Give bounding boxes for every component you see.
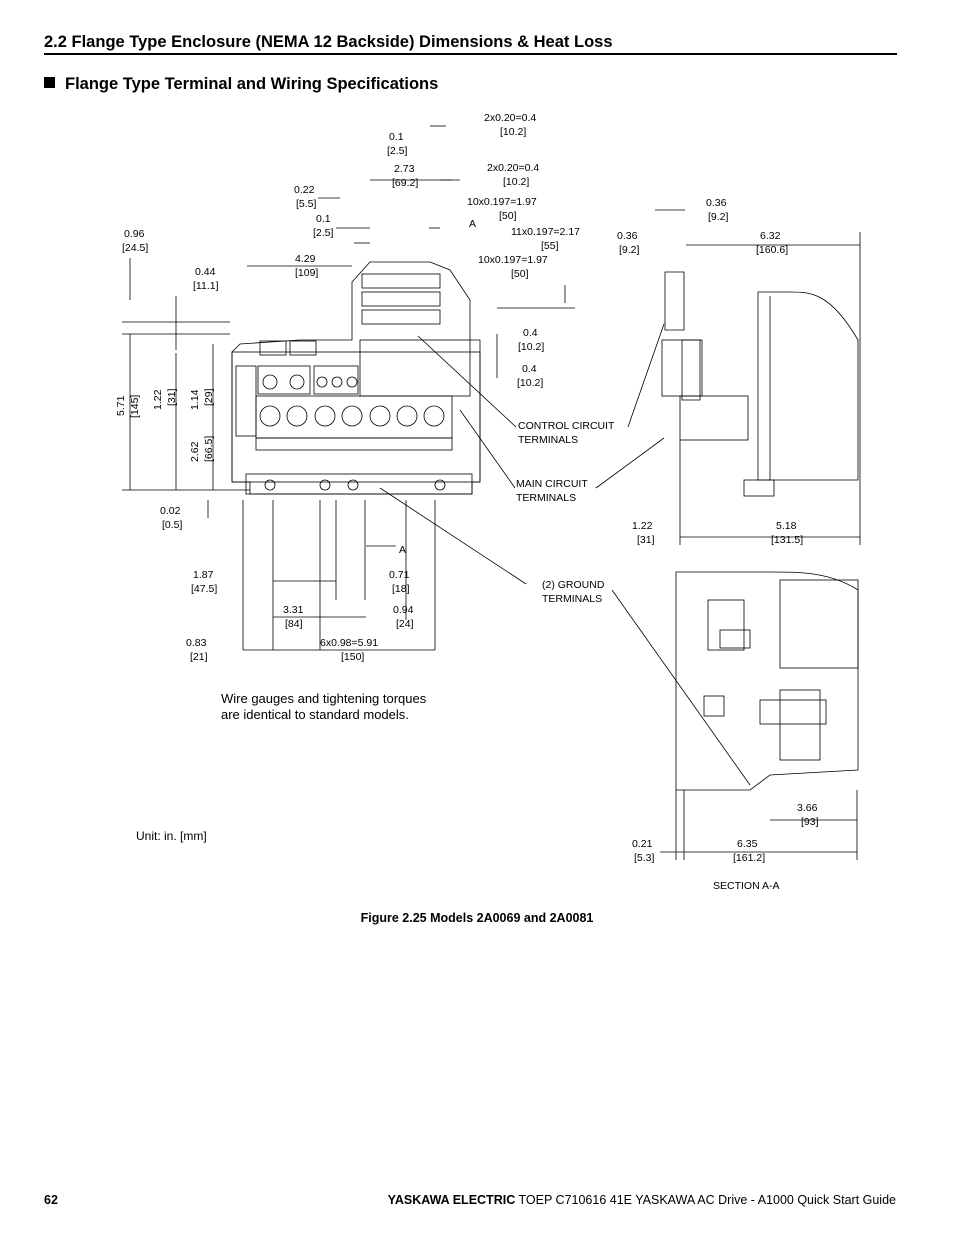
dim-label: 4.29 <box>295 253 316 265</box>
dim-label: 0.36 <box>617 230 638 242</box>
dim-label: [9.2] <box>708 211 729 223</box>
dim-label: [109] <box>295 267 318 279</box>
dim-label: [10.2] <box>503 176 529 188</box>
dim-label: [55] <box>541 240 559 252</box>
dim-label: 0.83 <box>186 637 207 649</box>
dim-label: [2.5] <box>387 145 408 157</box>
callout-label: (2) GROUND <box>542 579 605 591</box>
dim-label: [150] <box>341 651 364 663</box>
dim-label: [145] <box>129 395 141 418</box>
callout-label: TERMINALS <box>518 434 578 446</box>
dim-label: 0.4 <box>523 327 538 339</box>
footer-doc: TOEP C710616 41E YASKAWA AC Drive - A100… <box>515 1193 896 1207</box>
dim-label: [31] <box>166 388 178 406</box>
dim-label: 10x0.197=1.97 <box>467 196 537 208</box>
section-mark: A <box>469 218 476 230</box>
dim-label: [2.5] <box>313 227 334 239</box>
note-line: are identical to standard models. <box>221 707 409 722</box>
dim-label: 0.71 <box>389 569 410 581</box>
subheading: Flange Type Terminal and Wiring Specific… <box>44 75 438 94</box>
dim-label: [50] <box>499 210 517 222</box>
callout-label: TERMINALS <box>516 492 576 504</box>
dim-label: [11.1] <box>193 280 219 292</box>
dim-label: [10.2] <box>500 126 526 138</box>
callout-label: MAIN CIRCUIT <box>516 478 588 490</box>
drawing-lines <box>122 125 861 860</box>
subheading-text: Flange Type Terminal and Wiring Specific… <box>65 75 439 93</box>
dim-label: [21] <box>190 651 208 663</box>
dim-label: 2.73 <box>394 163 415 175</box>
section-title: 2.2 Flange Type Enclosure (NEMA 12 Backs… <box>44 33 613 51</box>
header-rule <box>44 53 897 55</box>
dim-label: 5.71 <box>115 395 127 416</box>
dim-label: 6.32 <box>760 230 781 242</box>
dim-label: [24] <box>396 618 414 630</box>
dim-label: 0.02 <box>160 505 181 517</box>
dim-label: 0.44 <box>195 266 216 278</box>
dim-label: 1.14 <box>189 389 201 410</box>
section-view-label: SECTION A-A <box>713 880 780 892</box>
dim-label: [31] <box>637 534 655 546</box>
dim-label: 1.87 <box>193 569 214 581</box>
dim-label: [24.5] <box>122 242 148 254</box>
dim-label: [0.5] <box>162 519 183 531</box>
dim-label: [93] <box>801 816 819 828</box>
dim-label: [5.5] <box>296 198 317 210</box>
dim-label: 0.21 <box>632 838 653 850</box>
dim-label: [29] <box>203 388 215 406</box>
dim-label: 5.18 <box>776 520 797 532</box>
dimension-labels: 2x0.20=0.4 [10.2] 0.1 [2.5] 2x0.20=0.4 [… <box>115 112 819 892</box>
callout-label: CONTROL CIRCUIT <box>518 420 615 432</box>
dim-label: [69.2] <box>392 177 418 189</box>
dim-label: [161.2] <box>733 852 765 864</box>
dim-label: [131.5] <box>771 534 803 546</box>
dim-label: 6.35 <box>737 838 758 850</box>
dim-label: 0.4 <box>522 363 537 375</box>
dim-label: 0.1 <box>389 131 404 143</box>
dim-label: 2.62 <box>189 441 201 462</box>
dim-label: [10.2] <box>517 377 543 389</box>
dim-label: [84] <box>285 618 303 630</box>
dim-label: [66.5] <box>203 436 215 462</box>
dim-label: [18] <box>392 583 410 595</box>
dim-label: 0.22 <box>294 184 315 196</box>
figure-caption: Figure 2.25 Models 2A0069 and 2A0081 <box>360 911 594 925</box>
footer-guide: YASKAWA ELECTRIC TOEP C710616 41E YASKAW… <box>388 1193 896 1207</box>
dim-label: [9.2] <box>619 244 640 256</box>
dim-label: 2x0.20=0.4 <box>484 112 536 124</box>
dim-label: 6x0.98=5.91 <box>320 637 378 649</box>
square-bullet-icon <box>44 77 55 88</box>
callout-label: TERMINALS <box>542 593 602 605</box>
section-mark: A <box>399 544 406 556</box>
page-number: 62 <box>44 1193 58 1207</box>
dim-label: [50] <box>511 268 529 280</box>
dim-label: 1.22 <box>152 389 164 410</box>
dim-label: 0.36 <box>706 197 727 209</box>
dim-label: 2x0.20=0.4 <box>487 162 539 174</box>
dim-label: [10.2] <box>518 341 544 353</box>
dim-label: 3.31 <box>283 604 304 616</box>
dim-label: [5.3] <box>634 852 655 864</box>
dim-label: 11x0.197=2.17 <box>511 226 580 238</box>
dim-label: 3.66 <box>797 802 818 814</box>
unit-label: Unit: in. [mm] <box>136 829 207 843</box>
dim-label: 0.1 <box>316 213 331 225</box>
dim-label: 10x0.197=1.97 <box>478 254 548 266</box>
dim-label: [47.5] <box>191 583 217 595</box>
dim-label: 0.96 <box>124 228 145 240</box>
footer-brand: YASKAWA ELECTRIC <box>387 1193 516 1207</box>
note-line: Wire gauges and tightening torques <box>221 691 427 706</box>
dim-label: 1.22 <box>632 520 653 532</box>
dim-label: [160.6] <box>756 244 788 256</box>
dim-label: 0.94 <box>393 604 414 616</box>
